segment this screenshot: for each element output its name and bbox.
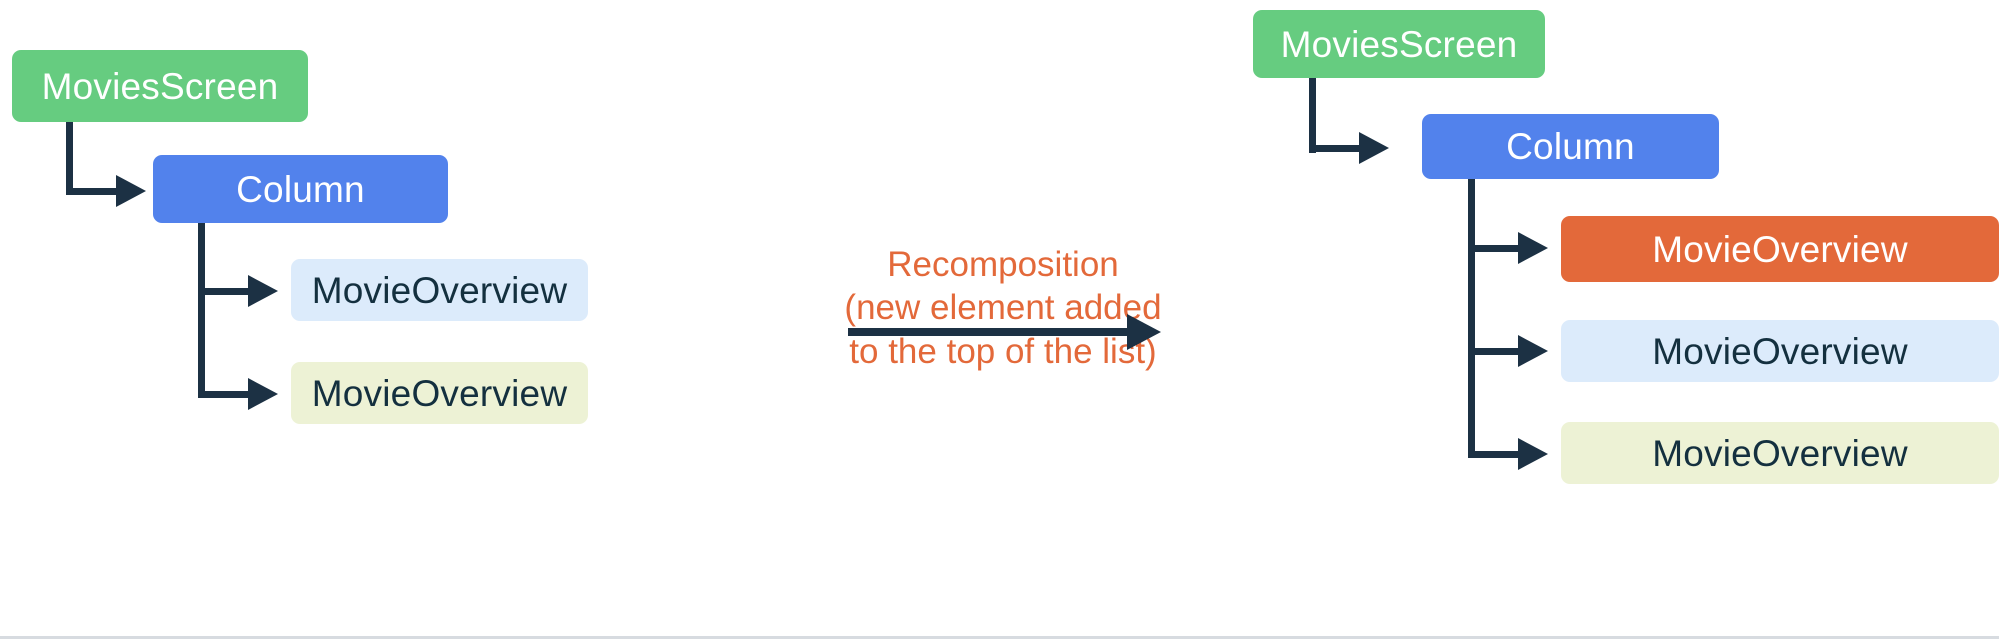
transition-arrow-shaft xyxy=(848,328,1130,336)
before-node-movies-screen[interactable]: MoviesScreen xyxy=(12,50,308,122)
before-node-column-label: Column xyxy=(236,168,365,210)
after-connector-branch-2-horizontal xyxy=(1468,348,1520,355)
after-connector-screen-to-column-horizontal xyxy=(1309,145,1361,152)
after-node-column[interactable]: Column xyxy=(1422,114,1719,179)
before-connector-screen-to-column-horizontal xyxy=(66,188,118,195)
after-node-column-label: Column xyxy=(1506,126,1635,167)
before-node-movie-overview-2-label: MovieOverview xyxy=(311,372,568,414)
after-arrowhead-branch-2-icon xyxy=(1518,335,1548,367)
after-node-movie-overview-new[interactable]: MovieOverview xyxy=(1561,216,1999,282)
before-connector-branch-1-horizontal xyxy=(198,288,250,295)
after-node-movie-overview-new-label: MovieOverview xyxy=(1652,228,1908,270)
after-connector-column-trunk xyxy=(1468,179,1475,458)
before-node-movie-overview-1[interactable]: MovieOverview xyxy=(291,259,588,321)
before-connector-column-trunk xyxy=(198,223,205,398)
after-node-movies-screen[interactable]: MoviesScreen xyxy=(1253,10,1545,78)
before-arrowhead-branch-1-icon xyxy=(248,275,278,307)
before-node-movie-overview-1-label: MovieOverview xyxy=(311,269,568,311)
after-connector-branch-3-horizontal xyxy=(1468,451,1520,458)
after-connector-branch-1-horizontal xyxy=(1468,245,1520,252)
recomposition-note-text: Recomposition (new element added to the … xyxy=(844,245,1162,371)
after-node-movie-overview-2[interactable]: MovieOverview xyxy=(1561,422,1999,484)
after-node-movie-overview-2-label: MovieOverview xyxy=(1652,432,1908,474)
after-arrowhead-branch-3-icon xyxy=(1518,438,1548,470)
before-node-column[interactable]: Column xyxy=(153,155,448,223)
bottom-divider xyxy=(0,636,1999,639)
after-node-movies-screen-label: MoviesScreen xyxy=(1280,23,1518,65)
after-arrowhead-screen-to-column-icon xyxy=(1359,132,1389,164)
before-node-movie-overview-2[interactable]: MovieOverview xyxy=(291,362,588,424)
after-arrowhead-branch-1-icon xyxy=(1518,232,1548,264)
before-connector-screen-to-column-vertical xyxy=(66,122,73,195)
transition-arrow-head-icon xyxy=(1127,314,1161,350)
before-node-movies-screen-label: MoviesScreen xyxy=(41,65,279,107)
before-arrowhead-branch-2-icon xyxy=(248,378,278,410)
before-arrowhead-screen-to-column-icon xyxy=(116,175,146,207)
before-connector-branch-2-horizontal xyxy=(198,391,250,398)
after-node-movie-overview-1[interactable]: MovieOverview xyxy=(1561,320,1999,382)
after-connector-screen-to-column-vertical xyxy=(1309,78,1316,153)
after-node-movie-overview-1-label: MovieOverview xyxy=(1652,330,1908,372)
